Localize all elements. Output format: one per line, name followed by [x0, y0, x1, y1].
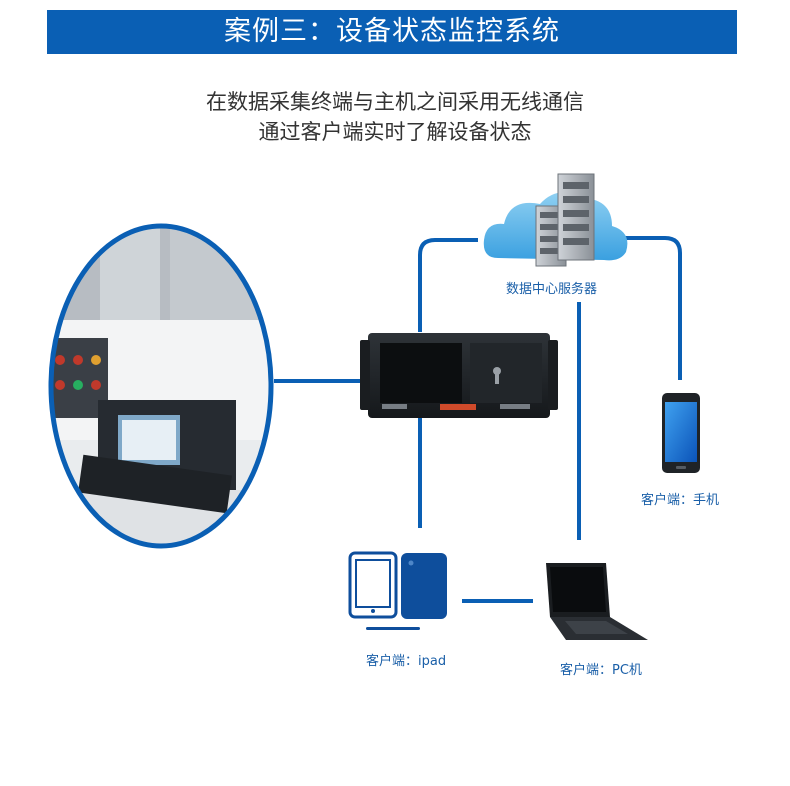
ipad-label: 客户端：ipad — [366, 654, 447, 669]
pc-label: 客户端：PC机 — [560, 663, 642, 678]
laptop — [546, 563, 648, 640]
server-label: 数据中心服务器 — [506, 282, 598, 297]
ipad — [348, 551, 447, 630]
smartphone — [662, 393, 700, 473]
connection-lines — [274, 236, 682, 603]
equipment-photo — [48, 223, 274, 549]
phone-label: 客户端：手机 — [641, 493, 720, 508]
server-cloud — [483, 173, 628, 267]
subtitle-line-2: 通过客户端实时了解设备状态 — [258, 120, 532, 144]
subtitle-line-1: 在数据采集终端与主机之间采用无线通信 — [206, 90, 584, 114]
page-title: 案例三：设备状态监控系统 — [47, 10, 737, 54]
industrial-computer — [360, 333, 558, 418]
